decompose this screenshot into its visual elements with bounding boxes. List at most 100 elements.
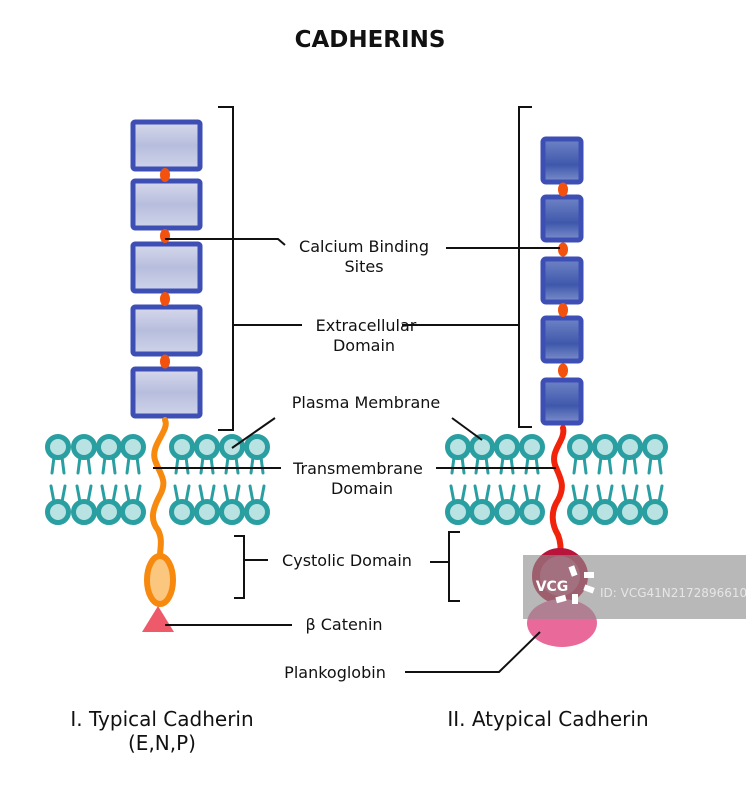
lipid-head [469,434,495,460]
typical-cytosolic-bulb [144,553,176,607]
caption-typical-cadherin-types: (E,N,P) [128,731,196,755]
calcium-binding-site [160,354,170,369]
calcium-binding-site [160,292,170,306]
calcium-binding-site [558,182,568,197]
label-cytosolic-domain: Cystolic Domain [282,551,412,570]
calcium-binding-site [160,168,170,182]
lipid-tails [49,484,67,504]
lipid-head [96,434,122,460]
lipid-tails [596,484,614,504]
label-transmembrane: Transmembrane [292,459,423,478]
lipid-head [617,499,643,525]
extracellular-domain [540,315,584,364]
phospholipid [194,434,220,475]
lipid-head [45,434,71,460]
lipid-head [169,434,195,460]
lipid-tails [248,484,266,504]
phospholipid [71,484,97,525]
plasma-membrane-leader-right [451,417,483,441]
calcium-binding-site [558,303,568,317]
label-transmembrane-domain: Domain [331,479,393,498]
phospholipid [45,434,71,475]
lipid-head [169,499,195,525]
extracellular-domain [130,304,203,357]
lipid-tails [450,455,466,475]
atypical-extracellular-domains [540,136,584,426]
lipid-tails [499,455,515,475]
phospholipid [244,434,270,475]
phospholipid [120,434,146,475]
lipid-tails [571,484,589,504]
plasma-membrane-right [445,434,668,525]
lipid-head [244,499,270,525]
extracellular-domain [540,377,584,426]
lipid-tails [449,484,467,504]
phospholipid [169,484,195,525]
lipid-tails [125,455,141,475]
phospholipid [642,484,668,525]
phospholipid [45,484,71,525]
calcium-binding-site [558,242,568,257]
phospholipid [71,434,97,475]
lipid-head [494,499,520,525]
atypical-calcium-sites [558,182,568,378]
phospholipid [567,484,593,525]
extracellular-domain [540,194,584,243]
calcium-binding-site [160,229,170,243]
lipid-tails [622,455,638,475]
extracellular-domain [130,178,203,231]
lipid-head [71,499,97,525]
lipid-tails [75,484,93,504]
watermark-id: ID: VCG41N2172896610 [600,586,746,600]
caption-atypical-cadherin: II. Atypical Cadherin [447,707,648,731]
phospholipid [120,484,146,525]
phospholipid [617,434,643,475]
lipid-tails [50,455,66,475]
lipid-tails [524,455,540,475]
extracellular-domain [130,241,203,294]
calcium-leader-left [165,238,286,246]
lipid-head [445,499,471,525]
atypical-extracellular-bracket [518,106,532,428]
phospholipid [194,484,220,525]
phospholipid [494,484,520,525]
lipid-tails [101,455,117,475]
lipid-tails [198,484,216,504]
lipid-tails [174,455,190,475]
lipid-tails [224,455,240,475]
lipid-tails [646,484,664,504]
lipid-head [96,499,122,525]
lipid-head [494,434,520,460]
lipid-head [120,434,146,460]
label-calcium-binding: Calcium Binding [299,237,429,256]
lipid-head [567,434,593,460]
lipid-head [194,499,220,525]
lipid-head [194,434,220,460]
phospholipid [445,484,471,525]
lipid-tails [498,484,516,504]
typical-transmembrane-tail [150,417,169,559]
phospholipid [592,434,618,475]
lipid-head [469,499,495,525]
phospholipid [519,484,545,525]
plakoglobin-leader [405,631,541,673]
lipid-head [642,434,668,460]
watermark: VCG ID: VCG41N2172896610 [523,555,746,619]
extracellular-domain [540,136,584,185]
plasma-membrane-left [45,434,270,525]
lipid-tails [76,455,92,475]
lipid-head [519,434,545,460]
lipid-tails [173,484,191,504]
diagram-title: CADHERINS [295,27,446,53]
calcium-binding-site [558,363,568,378]
atypical-transmembrane-tail [549,425,567,563]
lipid-tails [124,484,142,504]
typical-extracellular-domains [130,119,203,419]
label-calcium-binding-sites: Sites [344,257,383,276]
watermark-burst-icon [555,565,595,604]
lipid-tails [100,484,118,504]
lipid-head [244,434,270,460]
watermark-logo: VCG [536,579,569,595]
typical-cytosolic-bracket [234,535,245,599]
